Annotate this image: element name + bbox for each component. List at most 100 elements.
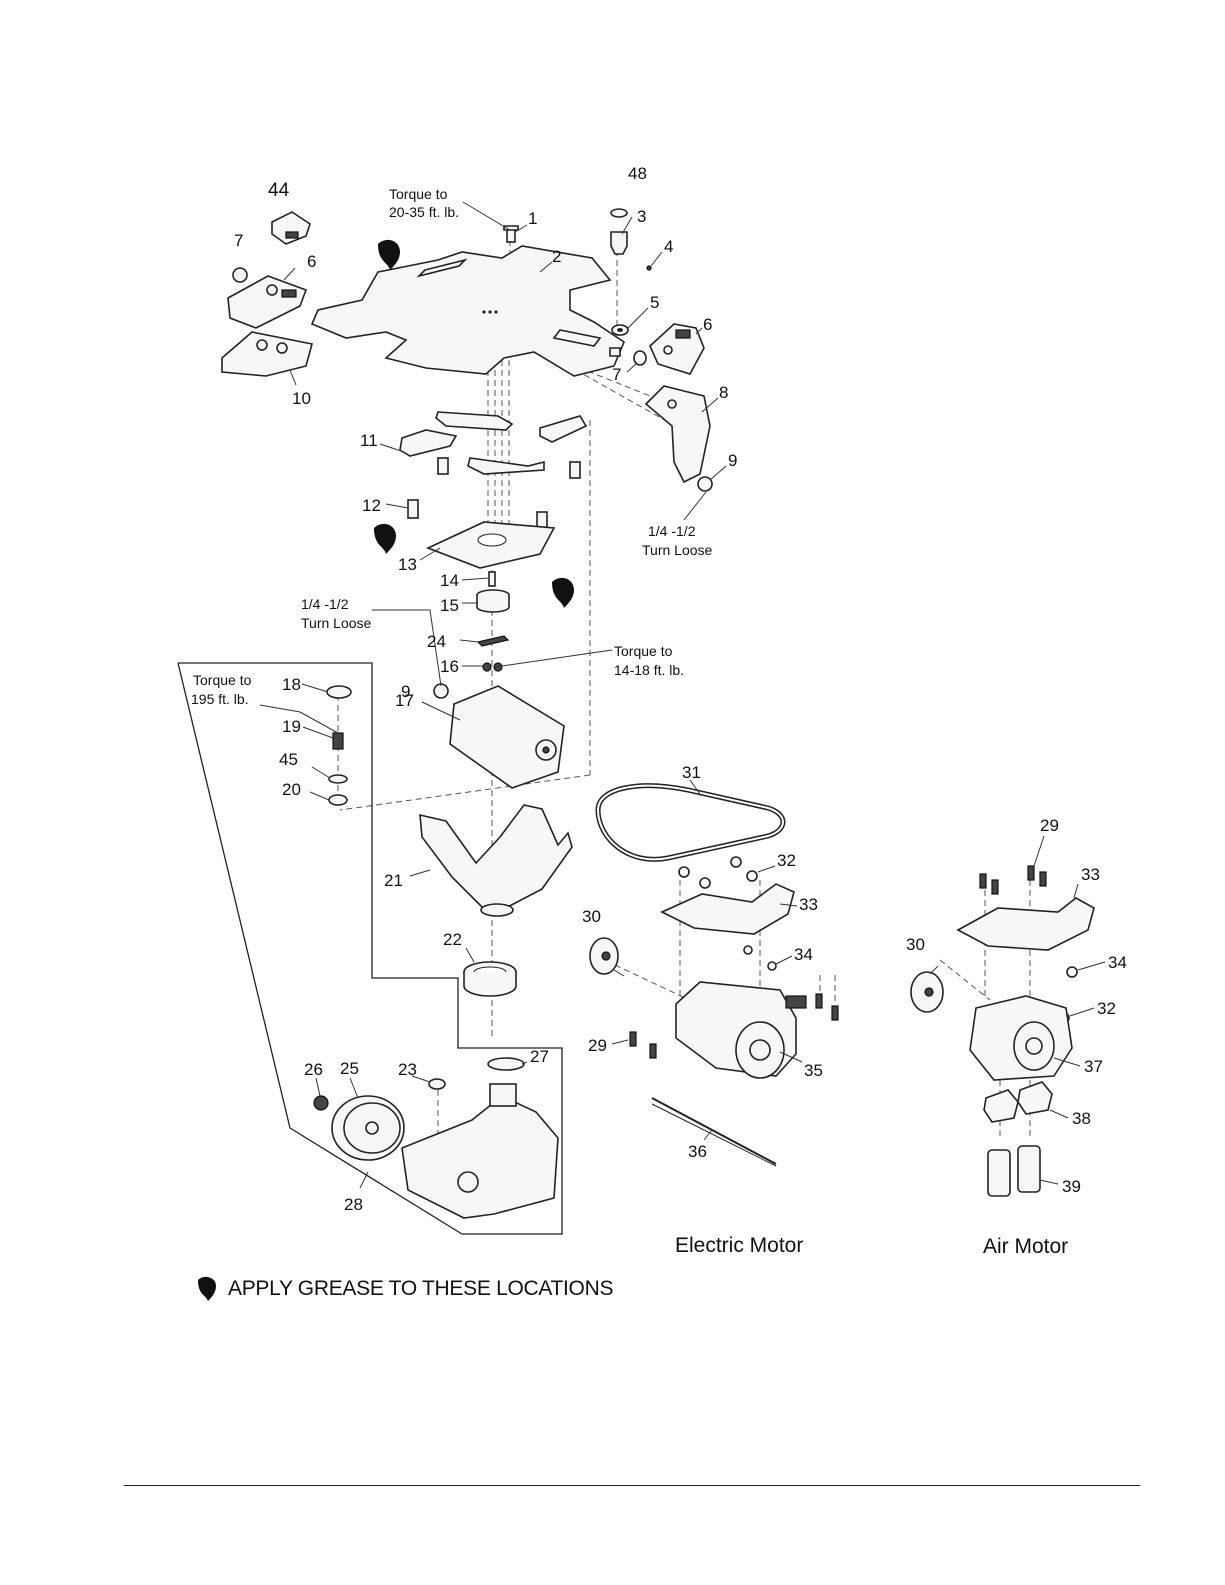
part-11-slide-bars [399, 411, 588, 475]
callout-23: 23 [398, 1060, 417, 1079]
grease-drop-icon [552, 577, 574, 608]
part-48-cap [610, 208, 628, 218]
part-30-pulley-air [910, 971, 944, 1013]
part-7-elbow-right [609, 347, 621, 357]
callout-32-air: 32 [1097, 999, 1116, 1018]
callout-22: 22 [443, 930, 462, 949]
callout-6-left: 6 [307, 252, 316, 271]
part-17-gear-housing [449, 685, 565, 789]
part-18-cap [326, 685, 352, 699]
callout-48: 48 [628, 164, 647, 183]
part-22-bearing-ring [463, 961, 517, 997]
callout-8: 8 [719, 383, 728, 402]
callout-36: 36 [688, 1142, 707, 1161]
part-24-key [476, 635, 510, 647]
callout-27: 27 [530, 1047, 549, 1066]
part-1-bolt [503, 225, 519, 243]
part-7-nut-right [633, 350, 647, 366]
callout-9-right: 9 [728, 451, 737, 470]
callout-25: 25 [340, 1059, 359, 1078]
callout-18: 18 [282, 675, 301, 694]
callout-numbers: 1 2 3 4 5 6 6 7 7 8 9 9 10 11 12 13 14 1… [234, 164, 1127, 1214]
leader-lines [259, 201, 1106, 1189]
grease-drop-icon [198, 1276, 216, 1301]
callout-24: 24 [427, 632, 446, 651]
torque-note-top-line2: 20-35 ft. lb. [389, 204, 459, 220]
part-33-bracket-air [956, 897, 1095, 951]
torque-note-mid-line1: Torque to [614, 643, 673, 659]
callout-14: 14 [440, 571, 459, 590]
callout-13: 13 [398, 555, 417, 574]
part-19-bolt [332, 732, 344, 750]
caption-electric-motor: Electric Motor [675, 1234, 803, 1257]
gearbox-inset-outline [177, 662, 563, 1235]
part-35-electric-motor [675, 981, 807, 1079]
callout-34-electric: 34 [794, 945, 813, 964]
torque-note-box-line2: 195 ft. lb. [191, 691, 249, 707]
callout-11: 11 [360, 431, 378, 450]
callout-38: 38 [1072, 1109, 1091, 1128]
part-28-gearbox [401, 1083, 559, 1219]
part-14-pin [488, 571, 496, 587]
callout-32-electric: 32 [777, 851, 796, 870]
callout-4: 4 [664, 237, 673, 256]
callout-35: 35 [804, 1061, 823, 1080]
part-29-bolts-air [979, 865, 1047, 895]
callout-19: 19 [282, 717, 301, 736]
part-5-nut [611, 324, 629, 336]
part-8-clamp-jaw [644, 385, 711, 484]
callout-33-electric: 33 [799, 895, 818, 914]
callout-33-air: 33 [1081, 865, 1100, 884]
part-12-bolts [407, 457, 581, 531]
part-44-clip [271, 211, 311, 245]
part-25-pulley [331, 1095, 405, 1161]
part-31-belt [595, 783, 786, 862]
part-21-yoke [419, 804, 573, 917]
callout-7-left: 7 [234, 231, 243, 250]
callout-44: 44 [268, 180, 290, 201]
part-10-clamp-jaw [221, 331, 313, 377]
turn-loose-left-line2: Turn Loose [301, 615, 372, 631]
callout-37: 37 [1084, 1057, 1103, 1076]
part-38-air-valves [983, 1081, 1053, 1123]
callout-6-right: 6 [703, 315, 712, 334]
turn-loose-left-line1: 1/4 -1/2 [301, 596, 349, 612]
part-27-seal [487, 1057, 525, 1071]
callout-45: 45 [279, 750, 298, 769]
part-34-nuts-electric [743, 945, 777, 971]
part-29-bolts-electric [629, 993, 839, 1059]
callout-1: 1 [528, 209, 537, 228]
callout-17: 17 [395, 691, 414, 710]
callout-16: 16 [440, 657, 459, 676]
part-6-bracket-left [227, 275, 308, 329]
torque-note-mid-line2: 14-18 ft. lb. [614, 662, 684, 678]
callout-3: 3 [637, 207, 646, 226]
part-2-turntable-plate [310, 245, 625, 377]
part-20-bearing [328, 794, 348, 806]
grease-legend-text: APPLY GREASE TO THESE LOCATIONS [228, 1277, 613, 1300]
footer-rule [124, 1485, 1140, 1486]
callout-15: 15 [440, 596, 459, 615]
turn-loose-right-line2: Turn Loose [642, 542, 713, 558]
part-7-nut-left [232, 267, 248, 283]
callout-9-left: 9 [401, 682, 410, 701]
callout-31: 31 [682, 763, 701, 782]
grease-markers [374, 239, 574, 608]
callout-26: 26 [304, 1060, 323, 1079]
callout-2: 2 [552, 247, 561, 266]
part-9-nut-left [433, 683, 449, 699]
grease-drop-icon [378, 239, 400, 270]
turn-loose-right-line1: 1/4 -1/2 [648, 523, 696, 539]
part-15-hub [476, 589, 510, 613]
callout-34-air: 34 [1108, 953, 1127, 972]
torque-note-top-line1: Torque to [389, 186, 448, 202]
callout-29-air: 29 [1040, 816, 1059, 835]
callout-21: 21 [384, 871, 403, 890]
part-34-nut-air [1066, 966, 1078, 978]
part-30-pulley-electric [589, 937, 619, 975]
part-26-nut [313, 1095, 329, 1111]
part-16-screws [482, 662, 503, 672]
part-37-air-motor [969, 995, 1073, 1081]
part-33-bracket-electric [660, 883, 795, 935]
